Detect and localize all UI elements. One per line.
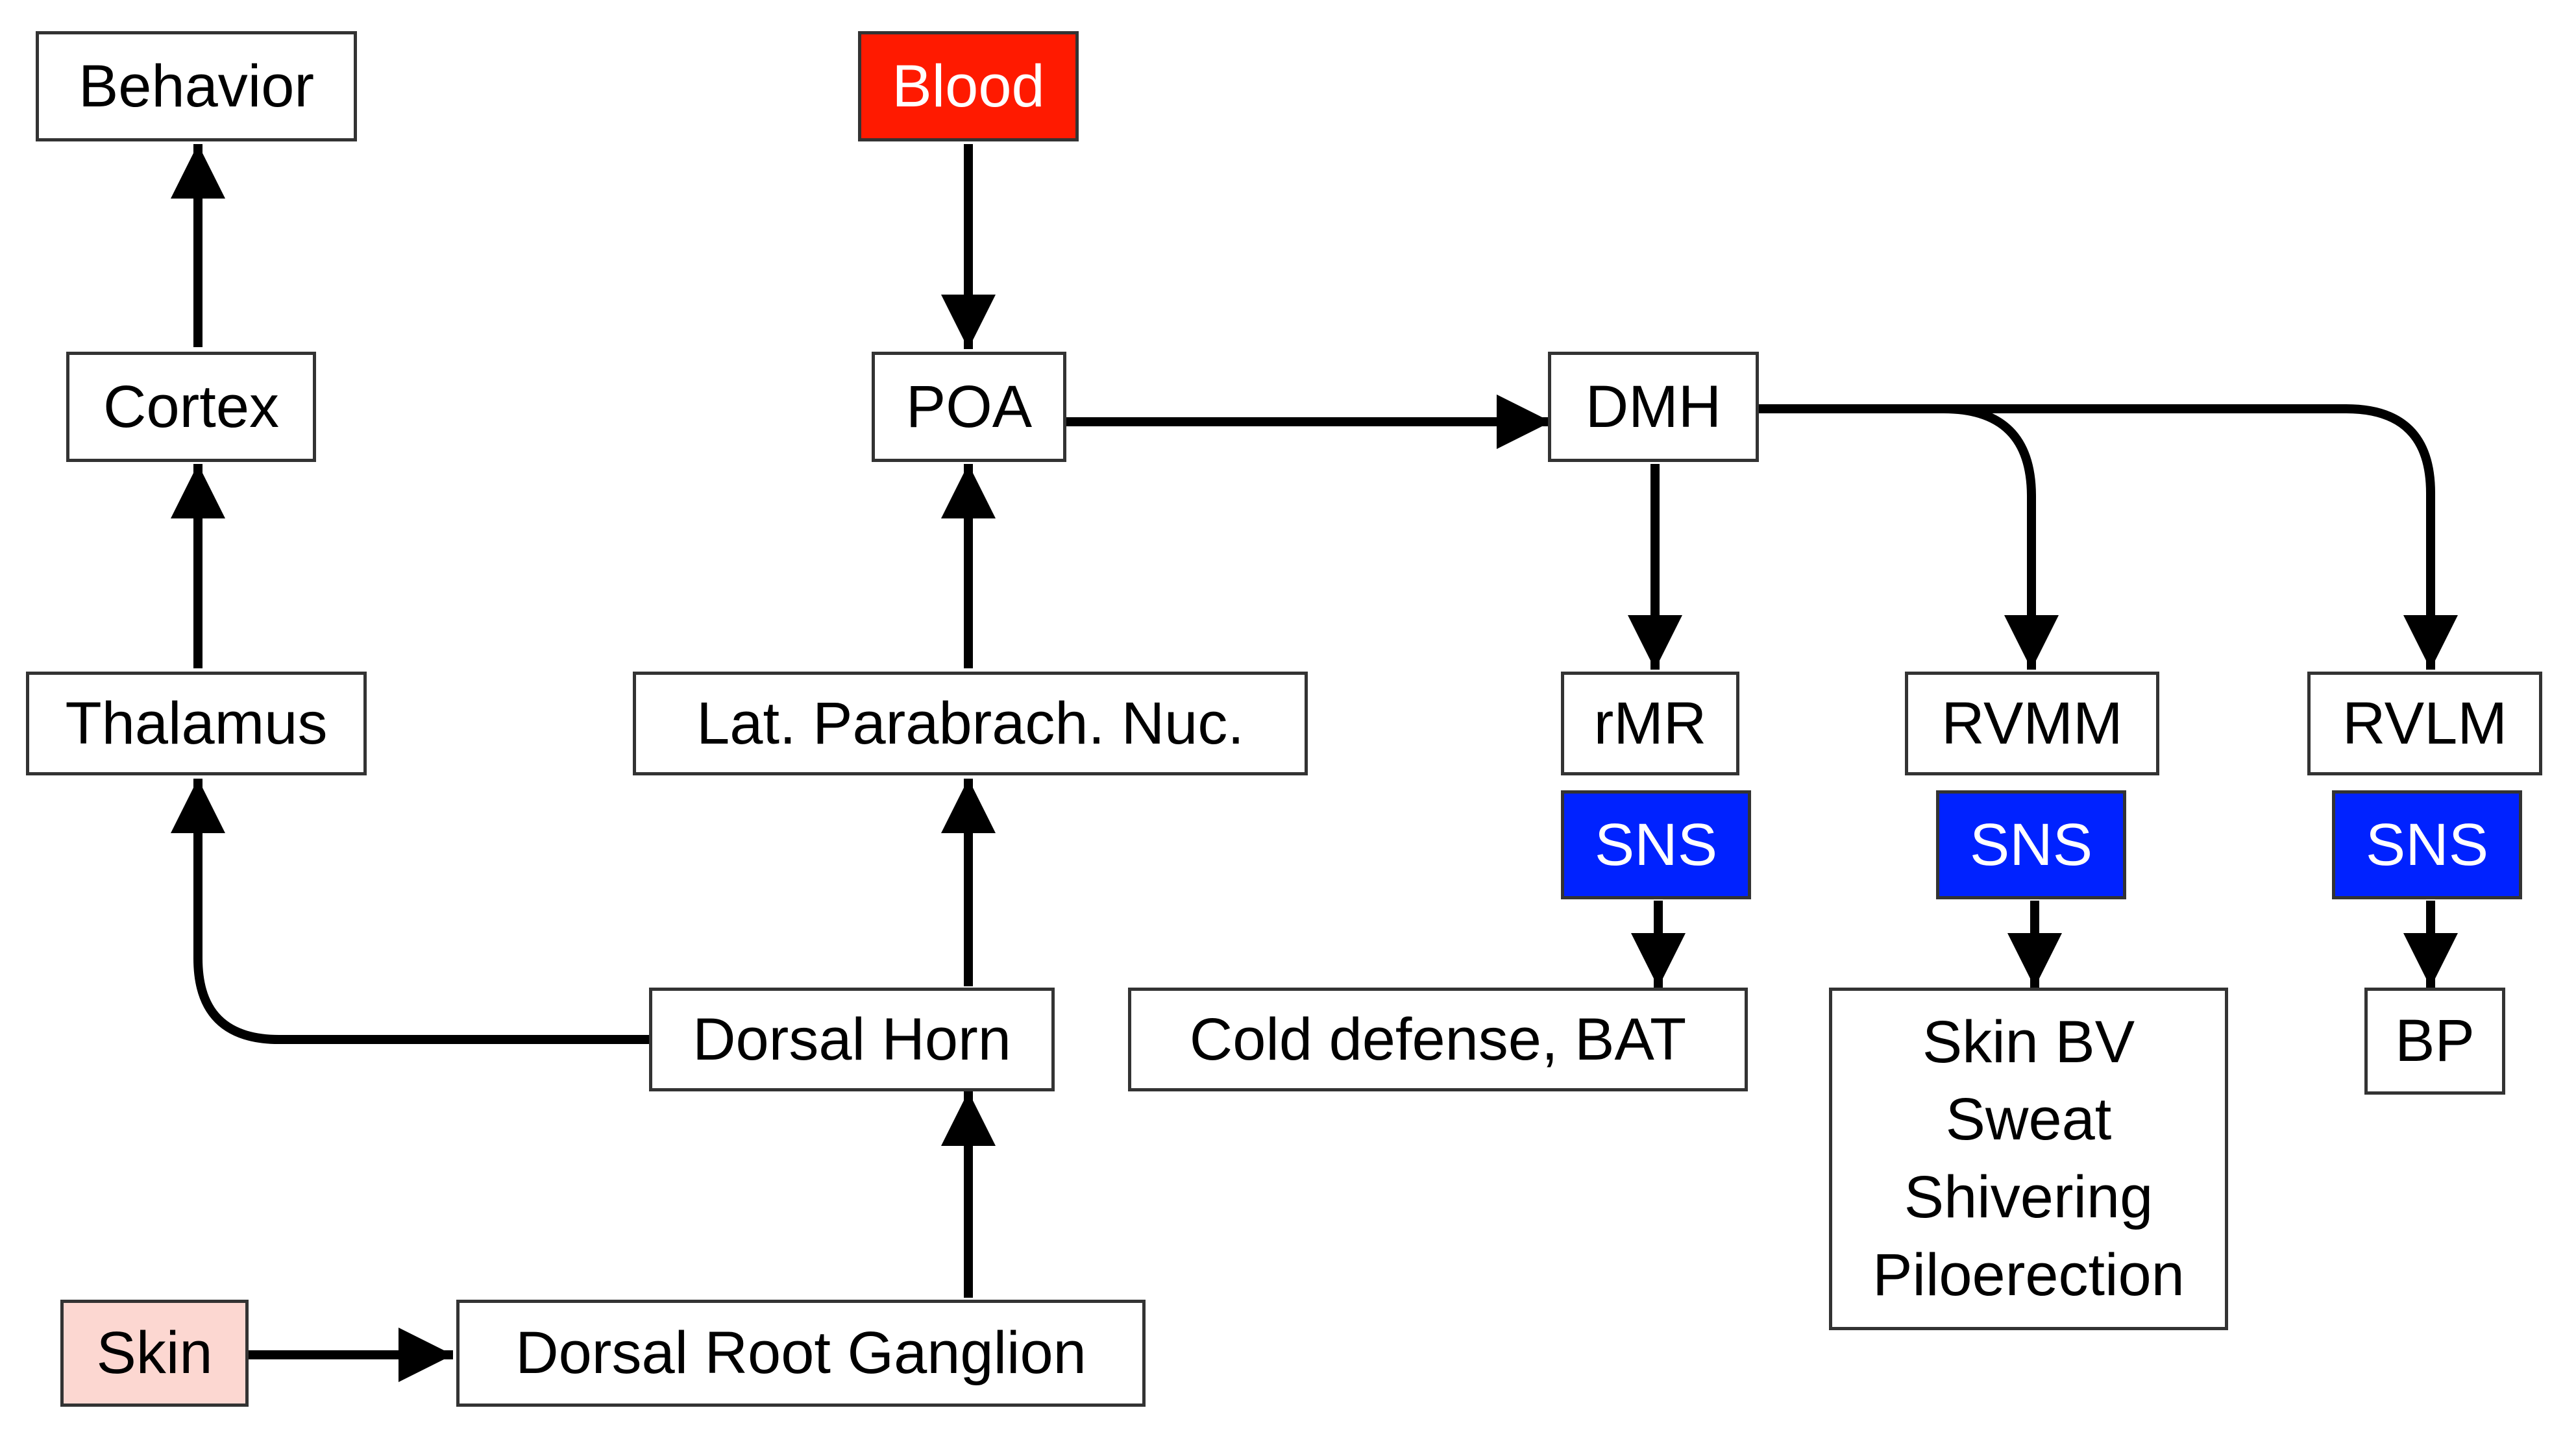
thermoeffector-list-node: Skin BV Sweat Shivering Piloerection <box>1829 988 2228 1330</box>
rvmm-node: RVMM <box>1905 672 2159 775</box>
dorsal-root-ganglion-node: Dorsal Root Ganglion <box>456 1300 1146 1407</box>
skin-node: Skin <box>60 1300 249 1407</box>
effect-sweat: Sweat <box>1945 1086 2112 1153</box>
effect-piloerection: Piloerection <box>1872 1241 2185 1308</box>
edge-dmh-to-rvlm <box>1759 404 2458 670</box>
behavior-node: Behavior <box>36 31 357 141</box>
rmr-node: rMR <box>1561 672 1739 775</box>
cortex-node: Cortex <box>66 352 316 462</box>
effect-shivering: Shivering <box>1904 1164 2153 1230</box>
sns-node-1: SNS <box>1561 790 1751 899</box>
cold-defense-bat-node: Cold defense, BAT <box>1128 988 1748 1091</box>
effect-skin-bv: Skin BV <box>1922 1008 2135 1075</box>
edge-dmh-to-rvmm <box>1759 404 2059 670</box>
poa-node: POA <box>872 352 1066 462</box>
dmh-node: DMH <box>1548 352 1759 462</box>
blood-node: Blood <box>858 31 1079 141</box>
thalamus-node: Thalamus <box>26 672 367 775</box>
dorsal-horn-node: Dorsal Horn <box>649 988 1055 1091</box>
rvlm-node: RVLM <box>2307 672 2542 775</box>
bp-node: BP <box>2364 988 2505 1095</box>
edge-dorsal-horn-to-thalamus <box>171 779 649 1044</box>
sns-node-2: SNS <box>1936 790 2126 899</box>
lat-parabrach-nuc-node: Lat. Parabrach. Nuc. <box>633 672 1308 775</box>
sns-node-3: SNS <box>2332 790 2522 899</box>
